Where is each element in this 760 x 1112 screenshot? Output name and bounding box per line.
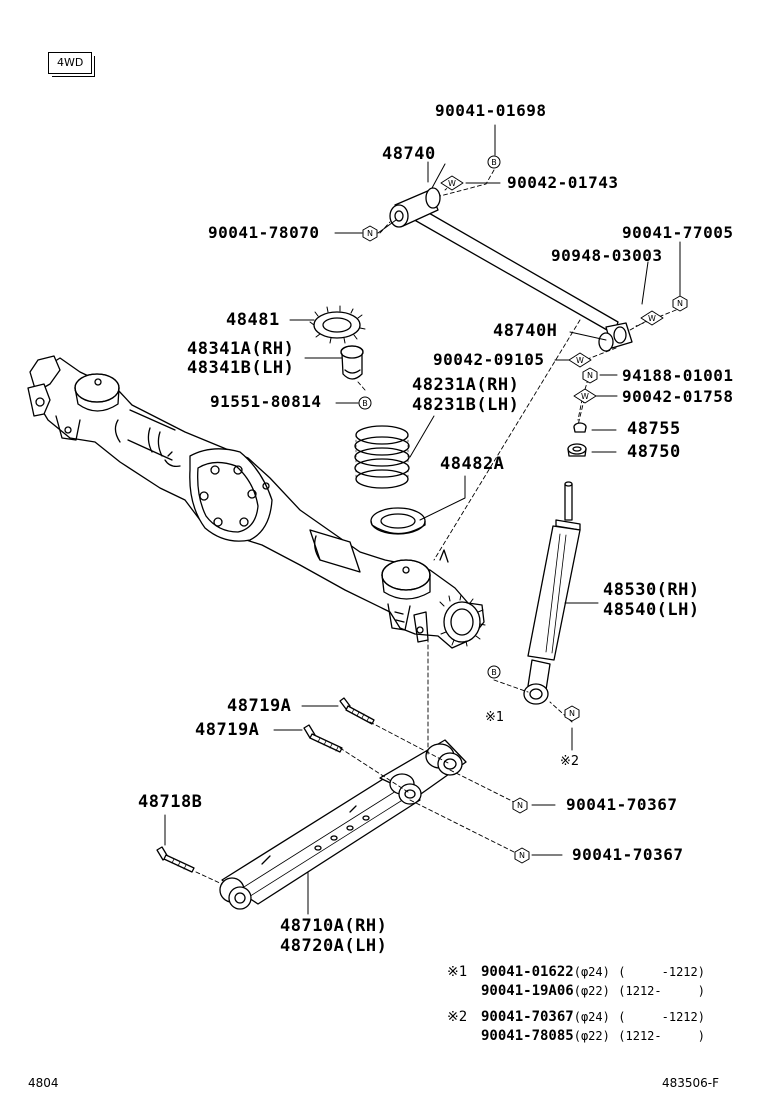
shock-absorber [523, 481, 581, 705]
label-48341a-rh: 48341A(RH) [187, 339, 295, 359]
rear-axle-housing [27, 355, 486, 649]
symbol-nut-90041-77005: N [672, 295, 688, 312]
symbol-washer-90042-01743: W [440, 175, 464, 191]
reference-mark-2: ※2 [560, 754, 580, 769]
washer-glyph: W [448, 179, 456, 188]
label-48482a: 48482A [440, 454, 505, 474]
symbol-washer-90042-09105: W [568, 352, 592, 368]
symbol-washer-90948-03003: W [640, 310, 664, 326]
nut-glyph: N [519, 851, 525, 860]
lower-control-arm [219, 739, 467, 910]
label-48755: 48755 [627, 419, 681, 439]
leader-lines [164, 124, 681, 915]
footnote-diameter: (φ22) [573, 984, 610, 998]
reference-mark-1: ※1 [485, 710, 505, 725]
spring-insulator [370, 507, 426, 535]
bolt-48719a-lower [303, 724, 343, 753]
label-94188-01001: 94188-01001 [622, 366, 734, 385]
label-90042-01743: 90042-01743 [507, 173, 619, 192]
washer-glyph: W [648, 314, 656, 323]
footnote-row: ※1 90041-01622(φ24) ( -1212) [447, 963, 705, 981]
bolt-48718b [156, 846, 195, 873]
label-48740h: 48740H [493, 321, 558, 341]
fastener-symbols: B W N N W W N W [358, 155, 688, 864]
label-48750: 48750 [627, 442, 681, 462]
label-90948-03003: 90948-03003 [551, 246, 663, 265]
spring-upper-seat [309, 305, 366, 344]
coil-spring [354, 425, 410, 489]
bolt-glyph: B [362, 399, 368, 408]
label-48481: 48481 [226, 310, 280, 330]
nut-glyph: N [367, 229, 373, 238]
footnote-range: (1212- ) [618, 984, 705, 998]
symbol-nut-90041-78070: N [362, 225, 378, 242]
label-48710a-rh: 48710A(RH) [280, 916, 388, 936]
bolt-48719a-upper [339, 697, 375, 725]
footnote-part: 90041-70367 [481, 1009, 574, 1025]
drive-type-badge: 4WD [48, 52, 96, 77]
label-48719a-upper: 48719A [227, 696, 292, 716]
symbol-bolt-ref1: B [487, 665, 501, 679]
label-48231a-rh: 48231A(RH) [412, 375, 520, 395]
footnote-row: 90041-19A06(φ22) (1212- ) [447, 982, 705, 1000]
bolt-glyph: B [491, 158, 497, 167]
label-90042-09105: 90042-09105 [433, 350, 545, 369]
symbol-bolt-90041-01698: B [487, 155, 501, 169]
symbol-nut-90041-70367-upper: N [512, 797, 528, 814]
nut-glyph: N [517, 801, 523, 810]
nut-glyph: N [677, 299, 683, 308]
washer-glyph: W [581, 392, 589, 401]
symbol-washer-90042-01758: W [573, 388, 597, 404]
footnote-diameter: (φ24) [573, 965, 610, 979]
nut-glyph: N [587, 371, 593, 380]
footnote-diameter: (φ24) [573, 1010, 610, 1024]
bolt-glyph: B [491, 668, 497, 677]
washer-glyph: W [576, 356, 584, 365]
footnote-part: 90041-19A06 [481, 983, 574, 999]
footnote-range: ( -1212) [618, 1010, 705, 1024]
label-48720a-lh: 48720A(LH) [280, 936, 388, 956]
nut-glyph: N [569, 709, 575, 718]
footnote-part: 90041-01622 [481, 964, 574, 980]
footnote-row: 90041-78085(φ22) (1212- ) [447, 1027, 705, 1045]
shock-bushings [567, 422, 587, 457]
label-48718b: 48718B [138, 792, 203, 812]
label-48540-lh: 48540(LH) [603, 600, 700, 620]
footnote-range: (1212- ) [618, 1029, 705, 1043]
label-91551-80814: 91551-80814 [210, 392, 322, 411]
page-code-left: 4804 [28, 1076, 59, 1090]
footnote-row: ※2 90041-70367(φ24) ( -1212) [447, 1008, 705, 1026]
label-90041-70367-upper: 90041-70367 [566, 795, 678, 814]
footnote-range: ( -1212) [618, 965, 705, 979]
symbol-nut-ref2: N [564, 705, 580, 722]
bump-stopper [340, 345, 364, 380]
symbol-nut-90041-70367-lower: N [514, 847, 530, 864]
footnote-mark: ※1 [447, 964, 468, 980]
label-90041-78070: 90041-78070 [208, 223, 320, 242]
footnote-mark: ※2 [447, 1009, 468, 1025]
symbol-nut-94188-01001: N [582, 367, 598, 384]
figure-code-right: 483506-F [662, 1076, 720, 1090]
label-90041-77005: 90041-77005 [622, 223, 734, 242]
label-90041-01698: 90041-01698 [435, 101, 547, 120]
label-48530-rh: 48530(RH) [603, 580, 700, 600]
label-90042-01758: 90042-01758 [622, 387, 734, 406]
footnote-diameter: (φ22) [573, 1029, 610, 1043]
label-48740: 48740 [382, 144, 436, 164]
footnote-part: 90041-78085 [481, 1028, 574, 1044]
symbol-bolt-91551-80814: B [358, 396, 372, 410]
label-90041-70367-lower: 90041-70367 [572, 845, 684, 864]
label-48231b-lh: 48231B(LH) [412, 395, 520, 415]
label-48719a-lower: 48719A [195, 720, 260, 740]
label-48341b-lh: 48341B(LH) [187, 358, 295, 378]
